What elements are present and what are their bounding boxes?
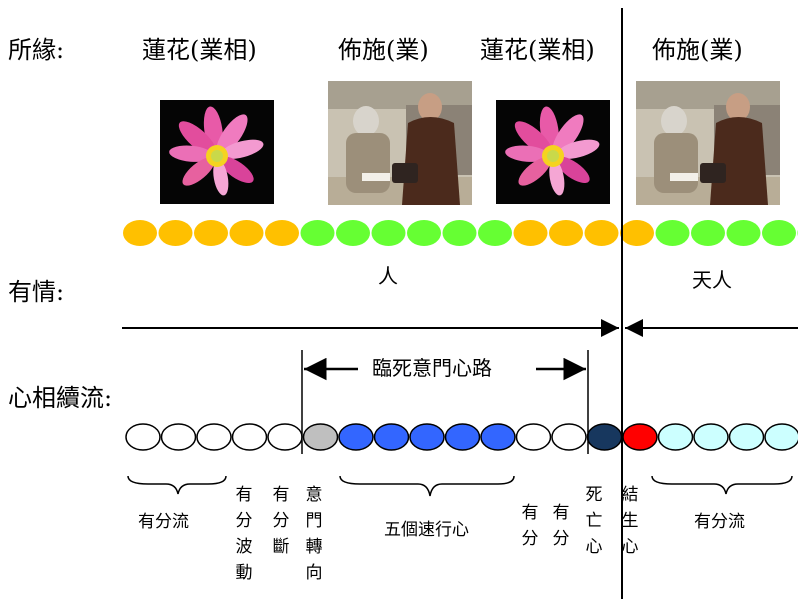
mind-moment-red [622, 423, 658, 451]
mind-moment-white [267, 423, 303, 451]
brace-bhavanga-right [651, 475, 793, 495]
kamma-bead-yellow [194, 220, 228, 246]
mind-moment-white [231, 423, 268, 451]
being-deva: 天人 [692, 268, 732, 292]
kamma-bead-green [442, 220, 477, 246]
being-human: 人 [378, 264, 398, 288]
mind-moment-blue [409, 423, 445, 451]
mind-moment-navy [586, 423, 623, 451]
label-bhavanga-flow-right: 有分流 [694, 512, 745, 532]
condition-title-dana-2: 佈施(業) [652, 36, 743, 64]
condition-title-lotus-2: 蓮花(業相) [480, 36, 595, 64]
mind-moment-cyan [657, 423, 694, 451]
mind-moment-white [160, 423, 197, 451]
lotus-image-1 [160, 100, 274, 204]
dana-image-2 [636, 81, 780, 205]
mind-moment-white [125, 423, 161, 451]
being-label: 有情: [8, 278, 65, 306]
kamma-bead-green [300, 220, 335, 246]
label-five-javana: 五個速行心 [384, 520, 469, 540]
kamma-bead-yellow [584, 220, 619, 246]
label-bhavanga-vibration: 有 分 波 動 [235, 485, 253, 583]
kamma-bead-green [371, 220, 406, 246]
kamma-bead-green [762, 220, 796, 246]
mind-moment-cyan [764, 423, 798, 451]
kamma-bead-green [726, 220, 761, 246]
label-bhavanga-2: 有 分 [552, 503, 570, 549]
brace-bhavanga-left [127, 475, 227, 495]
mind-moment-white [196, 423, 232, 451]
kamma-sign-bar [123, 220, 798, 246]
label-death-mind: 死 亡 心 [585, 485, 603, 557]
mind-moment-blue [444, 423, 481, 451]
label-rebirth-linking: 結 生 心 [621, 485, 639, 557]
process-label: 臨死意門心路 [372, 356, 492, 380]
label-bhavanga-flow-left: 有分流 [138, 512, 189, 532]
mind-moment-white [551, 423, 587, 451]
kamma-bead-green [336, 220, 370, 246]
mind-stream-bar [125, 423, 798, 451]
stream-label: 心相續流: [8, 384, 113, 412]
mind-moment-white [515, 423, 552, 451]
mind-moment-blue [480, 423, 516, 451]
mind-moment-cyan [728, 423, 765, 451]
brace-javana [339, 475, 515, 497]
condition-title-dana-1: 佈施(業) [338, 36, 429, 64]
label-bhavanga-1: 有 分 [521, 503, 539, 549]
kamma-bead-yellow [513, 220, 548, 246]
kamma-bead-yellow [123, 220, 157, 246]
kamma-bead-yellow [549, 220, 583, 246]
kamma-bead-yellow [158, 220, 193, 246]
kamma-bead-green [407, 220, 441, 246]
dana-image-1 [328, 81, 472, 205]
kamma-bead-yellow [229, 220, 264, 246]
mind-moment-cyan [693, 423, 729, 451]
label-bhavanga-arrest: 有 分 斷 [272, 485, 290, 557]
kamma-bead-yellow [265, 220, 299, 246]
kamma-bead-green [478, 220, 512, 246]
kamma-bead-green [655, 220, 690, 246]
condition-title-lotus-1: 蓮花(業相) [142, 36, 257, 64]
condition-label: 所緣: [8, 36, 65, 64]
kamma-bead-green [691, 220, 725, 246]
lotus-image-2 [496, 100, 610, 204]
mind-moment-blue [338, 423, 374, 451]
mind-moment-gray [302, 423, 339, 451]
mind-moment-blue [373, 423, 410, 451]
kamma-bead-yellow [620, 220, 654, 246]
label-mind-door-adverting: 意 門 轉 向 [305, 485, 323, 583]
